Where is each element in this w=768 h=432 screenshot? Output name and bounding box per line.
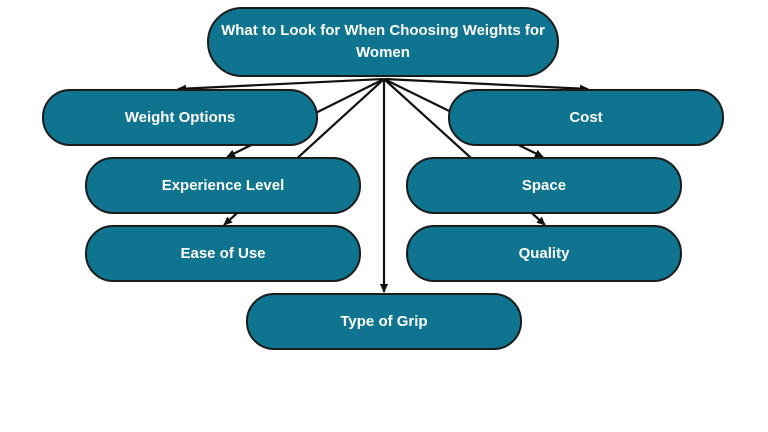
node-cost-label: Cost <box>569 108 603 126</box>
node-type-of-grip-label: Type of Grip <box>340 312 428 330</box>
root-node-label: What to Look for When Choosing Weights f… <box>221 22 545 61</box>
node-space: Space <box>406 157 682 214</box>
node-ease-of-use-label: Ease of Use <box>180 244 266 262</box>
node-experience-level-label: Experience Level <box>161 176 285 194</box>
node-space-label: Space <box>521 176 567 194</box>
node-ease-of-use: Ease of Use <box>85 225 361 282</box>
arrow-to-weight-options <box>177 77 384 93</box>
node-weight-options: Weight Options <box>42 89 318 146</box>
root-node: What to Look for When Choosing Weights f… <box>207 7 559 77</box>
node-quality-label: Quality <box>518 244 570 262</box>
node-quality: Quality <box>406 225 682 282</box>
node-experience-level: Experience Level <box>85 157 361 214</box>
arrow-to-cost <box>384 77 589 93</box>
node-type-of-grip: Type of Grip <box>246 293 522 350</box>
node-cost: Cost <box>448 89 724 146</box>
node-weight-options-label: Weight Options <box>124 108 236 126</box>
